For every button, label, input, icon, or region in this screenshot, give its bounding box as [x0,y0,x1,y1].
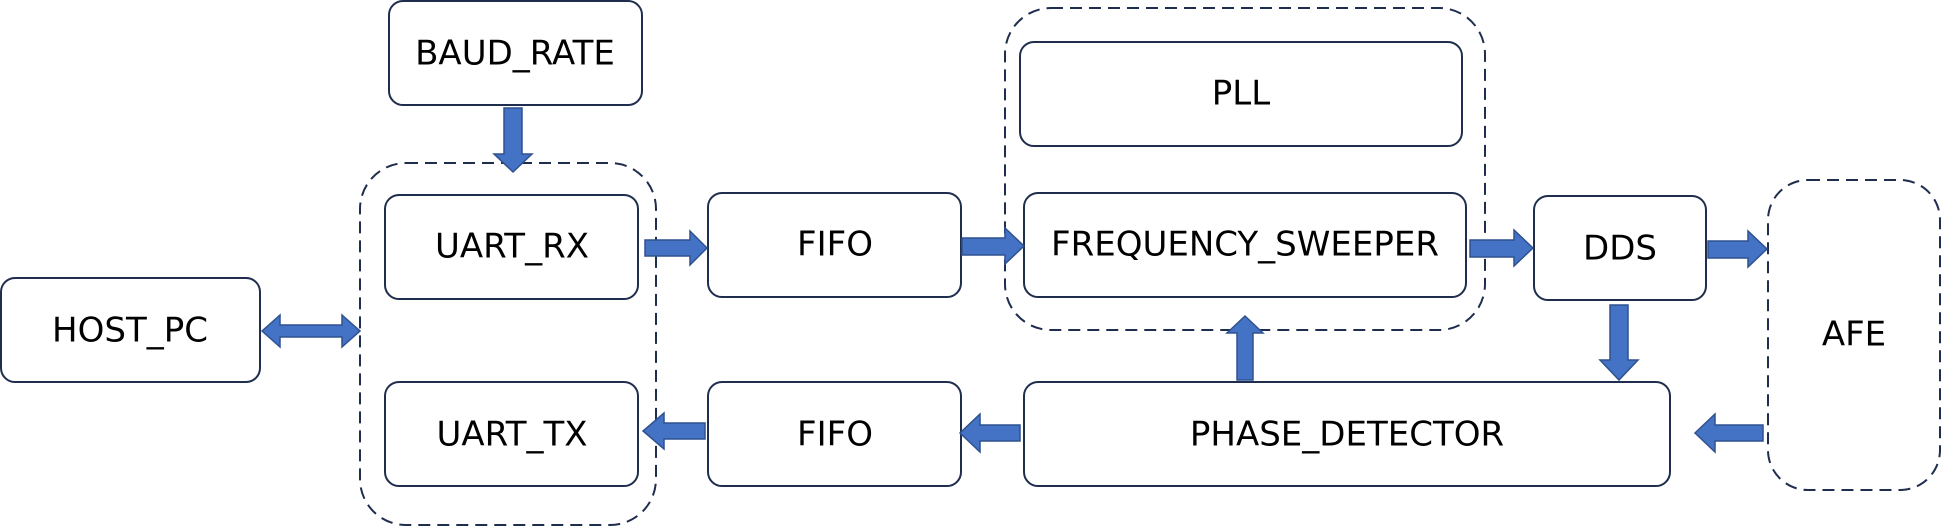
arrow-dds-to-phase-detector [1598,304,1640,382]
fifo-rx-label: FIFO [797,225,873,265]
pll-label: PLL [1212,74,1270,114]
arrow-fifo-to-uart-tx [641,411,706,451]
baud-rate-block [388,0,643,106]
fifo-tx-label: FIFO [797,415,873,455]
host-pc-label: HOST_PC [52,311,208,351]
uart-tx-block [384,381,639,487]
host-pc-block [0,277,261,383]
pll-block [1019,41,1463,147]
arrow-fifo-to-sweeper [961,226,1026,266]
afe-group [1767,179,1941,491]
uart-rx-block [384,194,639,300]
arrow-baud-to-uart-rx [492,107,534,174]
fifo-rx-block [707,192,962,298]
frequency-sweeper-label: FREQUENCY_SWEEPER [1051,225,1439,265]
arrow-host-uart-bidirectional [260,313,362,349]
afe-label: AFE [1822,315,1886,355]
arrow-phase-detector-to-fifo [958,412,1021,454]
uart-rx-label: UART_RX [435,227,589,267]
arrow-dds-to-afe [1707,229,1769,269]
phase-detector-label: PHASE_DETECTOR [1190,415,1504,455]
uart-tx-label: UART_TX [436,415,587,455]
baud-rate-label: BAUD_RATE [415,34,615,74]
dds-label: DDS [1583,229,1657,269]
arrow-phase-detector-to-sweeper [1225,314,1265,381]
arrow-sweeper-to-dds [1469,228,1535,268]
arrow-uart-rx-to-fifo [644,229,709,267]
phase-detector-block [1023,381,1671,487]
arrow-afe-to-phase-detector [1693,412,1764,454]
